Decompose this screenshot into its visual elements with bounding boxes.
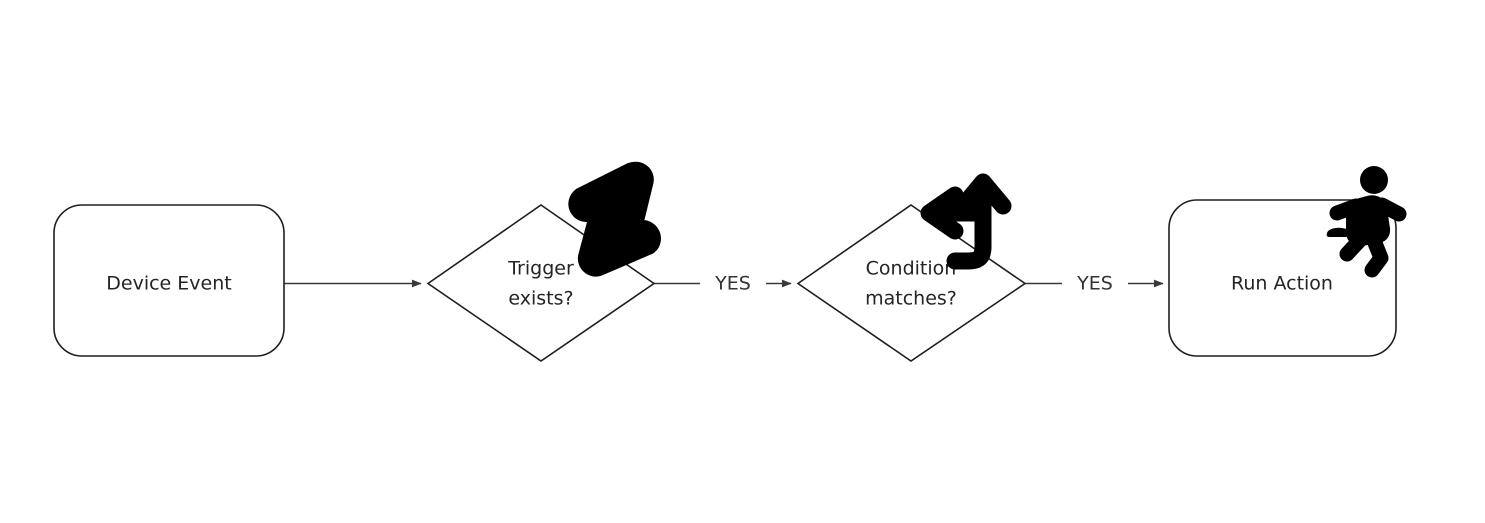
condition-matches-label-line2: matches? [865, 288, 957, 310]
edge-trigger-to-condition: YES [654, 273, 792, 295]
edge-label-yes-2: YES [1076, 273, 1113, 295]
branch-fork-arrow-icon [920, 173, 1012, 270]
device-event-label: Device Event [106, 273, 231, 295]
trigger-exists-label-line2: exists? [508, 288, 573, 310]
device-event-shape[interactable] [53, 204, 285, 357]
node-device-event[interactable]: Device Event [53, 204, 285, 357]
edge-label-yes-1: YES [714, 273, 751, 295]
condition-matches-label-line1: Condition [866, 258, 957, 280]
node-condition-matches[interactable]: Condition matches? [796, 204, 1027, 362]
running-person-icon [1326, 166, 1407, 278]
lightning-bolt-icon [568, 161, 661, 277]
edge-condition-to-action: YES [1025, 273, 1164, 295]
node-trigger-exists[interactable]: Trigger exists? [426, 204, 656, 362]
run-action-shape[interactable] [1168, 199, 1397, 357]
run-action-label: Run Action [1231, 273, 1333, 295]
trigger-exists-label-line1: Trigger [507, 258, 574, 280]
node-run-action[interactable]: Run Action [1168, 199, 1397, 357]
